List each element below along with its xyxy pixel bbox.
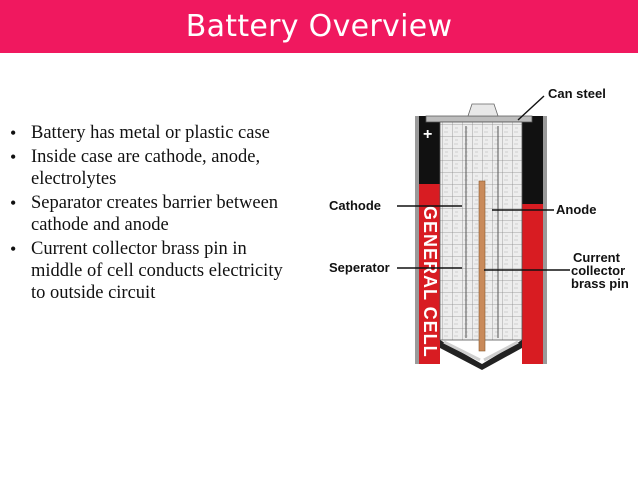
label-brass-pin: brass pin <box>571 276 629 291</box>
bullet-text: Inside case are cathode, anode, electrol… <box>31 147 261 189</box>
label-separator: Seperator <box>329 260 390 275</box>
label-anode: Anode <box>556 202 596 217</box>
bullet-text: Separator creates barrier between cathod… <box>31 193 279 235</box>
bullet-item: • Separator creates barrier between catho… <box>10 192 300 236</box>
bullet-dot-icon: • <box>10 123 17 143</box>
battery-cutaway-diagram: + GENERAL CELL Can steel Cathode Anode S… <box>329 86 629 370</box>
bullet-item: • Battery has metal or plastic case <box>10 122 300 144</box>
slide-title: Battery Overview <box>185 9 453 44</box>
bullet-item: • Inside case are cathode, anode, electro… <box>10 146 300 190</box>
label-collector: collector <box>571 263 625 278</box>
battery-body <box>415 103 547 370</box>
brand-text: GENERAL CELL <box>420 206 440 358</box>
bullet-list: • Battery has metal or plastic case • Insi… <box>10 122 300 306</box>
bullet-dot-icon: • <box>10 147 17 167</box>
label-current: Current <box>573 250 621 265</box>
title-bar: Battery Overview <box>0 0 638 53</box>
plus-symbol: + <box>423 126 432 143</box>
leader-lines <box>397 95 570 271</box>
bullet-dot-icon: • <box>10 193 17 213</box>
label-can-steel: Can steel <box>548 86 606 101</box>
bullet-dot-icon: • <box>10 239 17 259</box>
bullet-item: • Current collector brass pin in middle o… <box>10 238 300 304</box>
brass-pin <box>478 180 486 352</box>
label-cathode: Cathode <box>329 198 381 213</box>
bullet-text: Current collector brass pin in middle of… <box>31 239 283 303</box>
bullet-text: Battery has metal or plastic case <box>31 123 270 143</box>
